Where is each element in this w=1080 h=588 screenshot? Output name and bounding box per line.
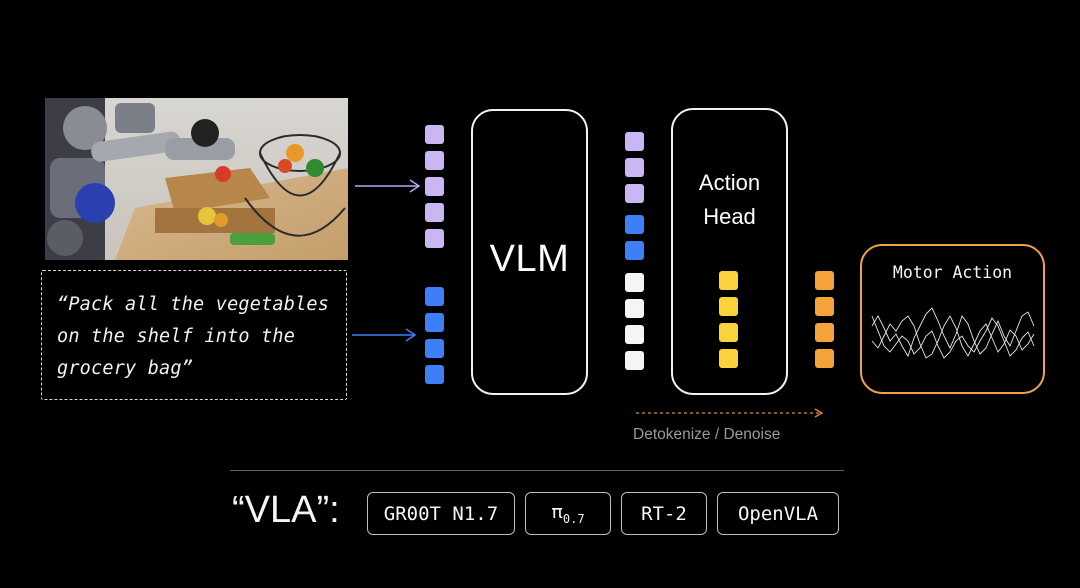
pi-version: 0.7 [562, 511, 585, 526]
action-token [719, 297, 738, 316]
vision-token [625, 158, 644, 177]
vision-token [425, 125, 444, 144]
text-token [425, 339, 444, 358]
latent-token [625, 325, 644, 344]
vlm-block: VLM [471, 109, 588, 395]
action-output-token [815, 349, 834, 368]
motor-trajectory-plot [871, 307, 1035, 359]
action-token [719, 271, 738, 290]
trajectory-line [871, 315, 1035, 359]
model-chip-pi: π0.7 [525, 492, 611, 535]
action-token [719, 349, 738, 368]
vision-token [425, 177, 444, 196]
instruction-prompt-box: “Pack all the vegetables on the shelf in… [41, 270, 347, 400]
latent-token [625, 351, 644, 370]
action-output-token [815, 271, 834, 290]
latent-token [625, 273, 644, 292]
vision-token [625, 184, 644, 203]
pi-symbol: π [551, 501, 563, 524]
action-head-label-line: Head [703, 204, 756, 229]
trajectory-line [871, 315, 1035, 359]
trajectory-line [871, 307, 1035, 358]
instruction-line: grocery bag” [57, 358, 194, 379]
vlm-label: VLM [489, 238, 570, 280]
motor-action-box: Motor Action [860, 244, 1045, 394]
model-chip-label: GR00T N1.7 [383, 502, 499, 525]
model-chip-gr00t: GR00T N1.7 [367, 492, 515, 535]
text-token [425, 287, 444, 306]
model-chip-label: OpenVLA [737, 502, 819, 525]
model-chip-label: RT-2 [641, 502, 687, 525]
model-chip-openvla: OpenVLA [717, 492, 839, 535]
arrowhead [409, 179, 421, 193]
action-token [719, 323, 738, 342]
latent-token [625, 299, 644, 318]
divider [230, 470, 844, 471]
arrowhead [814, 408, 824, 418]
action-head-label: Action Head [673, 166, 786, 234]
arrowhead [405, 328, 417, 342]
model-chip-rt2: RT-2 [621, 492, 707, 535]
vision-token [425, 151, 444, 170]
instruction-line: on the shelf into the [57, 326, 296, 347]
motor-action-label: Motor Action [892, 263, 1013, 282]
vision-token [425, 229, 444, 248]
instruction-line: “Pack all the vegetables [57, 294, 330, 315]
action-output-token [815, 297, 834, 316]
instruction-text: “Pack all the vegetables on the shelf in… [57, 289, 347, 385]
action-head-block: Action Head [671, 108, 788, 395]
vla-label: “VLA”: [232, 489, 340, 531]
model-chip-label: π0.7 [551, 501, 584, 526]
robot-scene-image [45, 98, 348, 260]
text-token [625, 215, 644, 234]
text-token [625, 241, 644, 260]
text-token [425, 365, 444, 384]
vision-token [425, 203, 444, 222]
vision-token [625, 132, 644, 151]
action-head-label-line: Action [698, 170, 761, 195]
action-output-token [815, 323, 834, 342]
text-token [425, 313, 444, 332]
detokenize-label: Detokenize / Denoise [633, 426, 781, 443]
